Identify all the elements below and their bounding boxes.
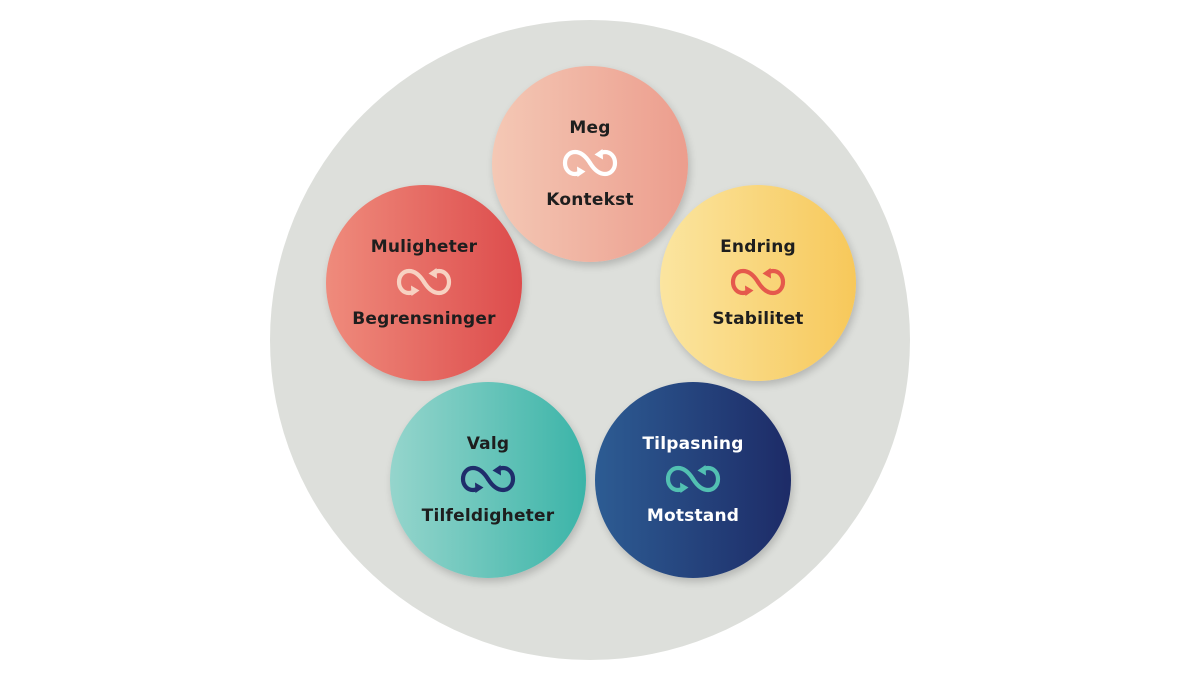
node-top-label: Meg xyxy=(569,118,611,138)
node-top-label: Tilpasning xyxy=(642,434,744,454)
node-top-label: Endring xyxy=(720,237,796,257)
node-tilpasning: Tilpasning Motstand xyxy=(595,382,791,578)
node-meg: Meg Kontekst xyxy=(492,66,688,262)
infinity-arrows-icon xyxy=(561,146,619,180)
node-endring: Endring Stabilitet xyxy=(660,185,856,381)
node-bottom-label: Kontekst xyxy=(546,190,634,210)
node-valg: Valg Tilfeldigheter xyxy=(390,382,586,578)
node-bottom-label: Motstand xyxy=(646,506,740,526)
infinity-arrows-icon xyxy=(395,265,453,299)
node-bottom-label: Tilfeldigheter xyxy=(421,506,555,526)
node-top-label: Valg xyxy=(466,434,510,454)
node-top-label: Muligheter xyxy=(370,237,478,257)
infinity-arrows-icon xyxy=(459,462,517,496)
node-muligheter: Muligheter Begrensninger xyxy=(326,185,522,381)
node-bottom-label: Stabilitet xyxy=(712,309,804,329)
infinity-arrows-icon xyxy=(729,265,787,299)
infinity-arrows-icon xyxy=(664,462,722,496)
node-bottom-label: Begrensninger xyxy=(352,309,496,329)
